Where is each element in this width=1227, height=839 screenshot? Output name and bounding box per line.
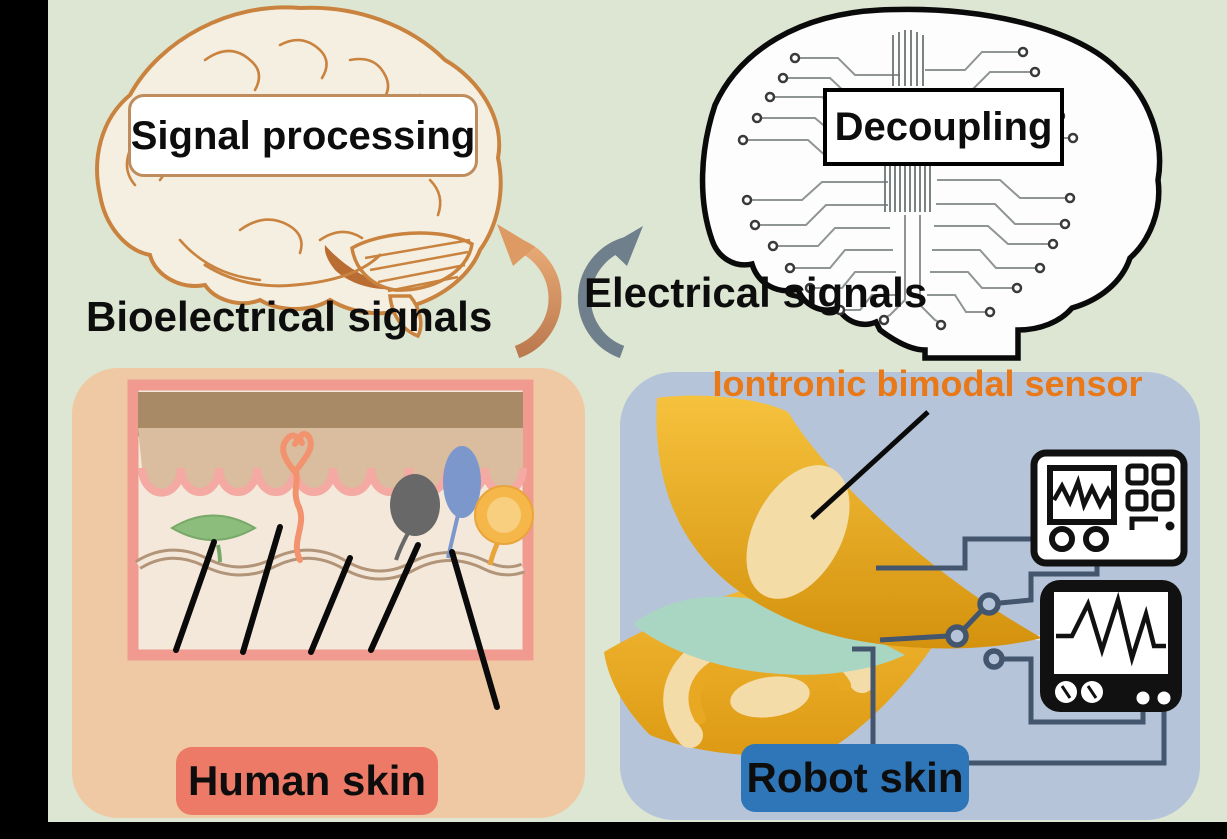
top-electrode-pad — [746, 465, 850, 599]
pacinian-core — [487, 497, 521, 533]
epidermis-layer — [138, 428, 523, 493]
ionic-film-layer — [633, 596, 905, 675]
cerebellum-folds — [364, 238, 471, 293]
iontronic-sensor-icon — [604, 395, 1042, 756]
robot-skin-badge: Robot skin — [741, 744, 969, 812]
bottom-frame-bar — [0, 822, 1227, 839]
oscilloscope-bottom-icon — [1040, 580, 1182, 712]
skin-cross-section-icon — [127, 379, 534, 710]
switch-terminals — [945, 592, 1005, 670]
circuit-trunk — [884, 30, 931, 212]
scope-jack — [1157, 691, 1171, 705]
bioelectrical-signals-label: Bioelectrical signals — [86, 293, 493, 340]
signal-processing-label: Signal processing — [130, 113, 476, 158]
free-nerve-ending-icon — [280, 430, 314, 563]
bioelectrical-arrow-icon — [497, 224, 562, 359]
signal-processing-box: Signal processing — [128, 94, 478, 177]
bottom-electrode-center — [730, 676, 810, 718]
decoupling-box: Decoupling — [823, 88, 1064, 166]
receptor-pointer-lines — [173, 524, 500, 710]
scope-buttons — [1125, 463, 1175, 512]
decoupling-label: Decoupling — [834, 105, 1053, 149]
iontronic-bimodal-sensor-label: Iontronic bimodal sensor — [712, 363, 1143, 404]
trace-terminals — [737, 46, 1079, 331]
left-frame-bar — [0, 0, 48, 839]
electrical-signals-label: Electrical signals — [584, 269, 928, 316]
top-electrode-sheet — [656, 395, 1042, 649]
ruffini-ending-icon — [170, 514, 257, 541]
brain-shadow — [324, 245, 395, 290]
merkel-cell-icon — [390, 474, 440, 536]
waveform — [1052, 474, 1115, 512]
waveform — [1056, 591, 1166, 667]
sensor-pointer-line — [810, 410, 930, 520]
scope-jack — [1083, 526, 1109, 552]
scope-jack — [1049, 526, 1075, 552]
meissner-corpuscle-icon — [443, 446, 481, 518]
electrical-arrow-icon — [577, 226, 643, 359]
oscilloscope-top-icon — [1030, 449, 1188, 567]
human-skin-badge: Human skin — [176, 747, 438, 815]
brain-stem — [388, 294, 423, 339]
scope-jack — [1136, 691, 1150, 705]
